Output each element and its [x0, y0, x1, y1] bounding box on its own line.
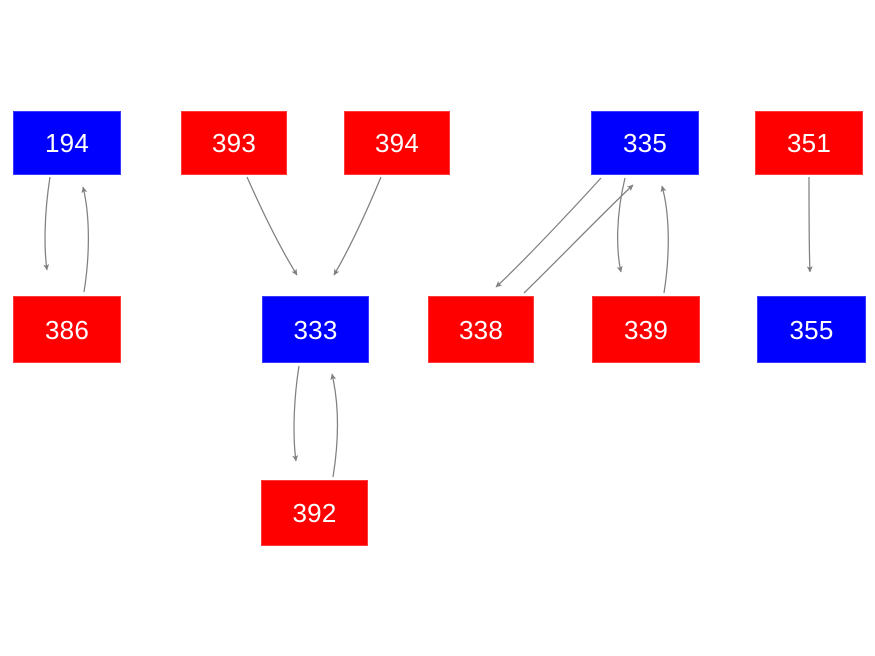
graph-node-339[interactable]: 339: [592, 296, 700, 363]
graph-node-386[interactable]: 386: [13, 296, 121, 363]
graph-node-392[interactable]: 392: [261, 480, 368, 546]
graph-node-label: 393: [212, 128, 256, 158]
graph-node-label: 339: [624, 314, 668, 345]
edge-338-to-335: [523, 184, 634, 294]
graph-node-394[interactable]: 394: [344, 111, 450, 175]
edge-394-to-333: [333, 176, 382, 276]
edge-194-to-386: [43, 176, 51, 271]
edge-386-to-194: [81, 186, 89, 293]
edge-392-to-333: [330, 373, 338, 478]
graph-node-355[interactable]: 355: [757, 296, 866, 363]
graph-node-335[interactable]: 335: [591, 111, 699, 175]
edge-393-to-333: [246, 176, 298, 276]
edge-335-to-339: [616, 177, 626, 273]
edge-339-to-335: [660, 185, 669, 294]
graph-node-label: 194: [45, 128, 89, 158]
graph-node-338[interactable]: 338: [428, 296, 534, 363]
graph-node-label: 392: [292, 498, 337, 528]
edge-351-to-355: [806, 176, 813, 273]
edge-333-to-392: [292, 365, 300, 462]
graph-node-label: 335: [623, 128, 667, 158]
graph-node-label: 338: [459, 314, 503, 345]
graph-node-label: 351: [787, 128, 831, 158]
graph-node-393[interactable]: 393: [181, 111, 287, 175]
graph-node-label: 355: [789, 314, 834, 345]
graph-node-333[interactable]: 333: [262, 296, 369, 363]
graph-node-label: 333: [293, 314, 338, 345]
graph-node-194[interactable]: 194: [13, 111, 121, 175]
graph-node-label: 386: [45, 314, 89, 345]
graph-node-351[interactable]: 351: [755, 111, 863, 175]
edge-335-to-338: [495, 177, 602, 288]
graph-node-label: 394: [375, 128, 419, 158]
